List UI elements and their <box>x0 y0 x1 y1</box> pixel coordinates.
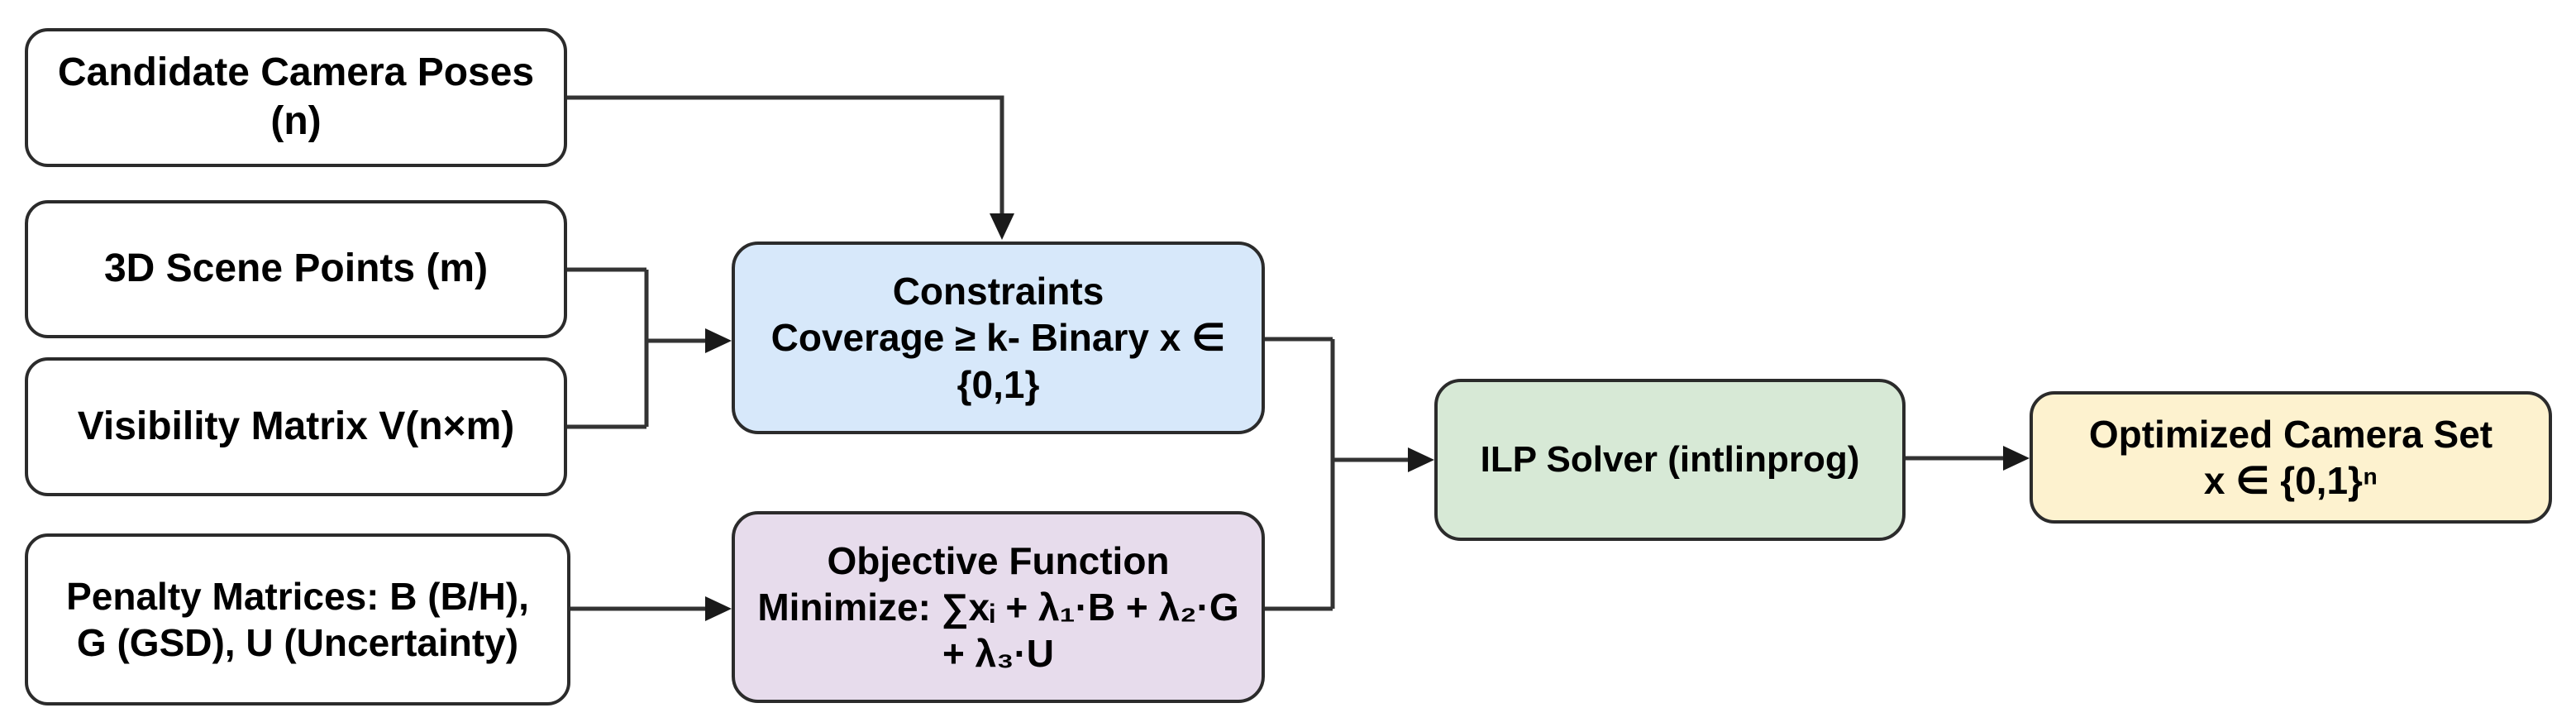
node-label-line: Penalty Matrices: B (B/H), <box>66 574 529 618</box>
edge-middle-merge-to-solver <box>1265 337 1411 611</box>
node-label-line: {0,1} <box>956 362 1040 406</box>
node-penalty-matrices: Penalty Matrices: B (B/H), G (GSD), U (U… <box>25 533 570 705</box>
node-objective-function: Objective Function Minimize: ∑xᵢ + λ₁·B … <box>732 511 1265 703</box>
node-label-line: Candidate Camera Poses <box>57 50 535 95</box>
node-label-line: x ∈ {0,1}ⁿ <box>2203 459 2378 502</box>
node-label-line: G (GSD), U (Uncertainty) <box>76 621 519 664</box>
arrowhead-into-optimized-left <box>2003 446 2030 471</box>
arrowhead-into-constraints-top <box>990 213 1014 240</box>
arrowhead-into-objective-left <box>705 596 732 621</box>
edge-candidate-to-constraints <box>567 95 1004 217</box>
arrowhead-into-constraints-left <box>705 328 732 353</box>
node-visibility-matrix: Visibility Matrix V(n×m) <box>25 357 567 496</box>
node-label-line: + λ₃·U <box>942 632 1055 676</box>
node-label-line: 3D Scene Points (m) <box>103 246 489 291</box>
node-candidate-camera-poses: Candidate Camera Poses (n) <box>25 28 567 167</box>
node-label-line: Coverage ≥ k- Binary x ∈ <box>770 316 1226 360</box>
arrowhead-into-solver-left <box>1408 447 1434 472</box>
node-label-line: Minimize: ∑xᵢ + λ₁·B + λ₂·G <box>757 585 1239 629</box>
node-3d-scene-points: 3D Scene Points (m) <box>25 200 567 338</box>
node-label-line: Constraints <box>892 270 1104 313</box>
node-label-line: Objective Function <box>827 538 1170 582</box>
node-label-line: ILP Solver (intlinprog) <box>1480 439 1860 481</box>
node-label-line: (n) <box>270 99 322 143</box>
edge-scene-visibility-bracket <box>567 267 708 429</box>
node-label-line: Optimized Camera Set <box>2088 412 2493 456</box>
node-ilp-solver: ILP Solver (intlinprog) <box>1434 379 1906 541</box>
node-label-line: Visibility Matrix V(n×m) <box>77 404 515 448</box>
node-constraints: Constraints Coverage ≥ k- Binary x ∈ {0,… <box>732 242 1265 434</box>
node-optimized-camera-set: Optimized Camera Set x ∈ {0,1}ⁿ <box>2030 391 2552 524</box>
